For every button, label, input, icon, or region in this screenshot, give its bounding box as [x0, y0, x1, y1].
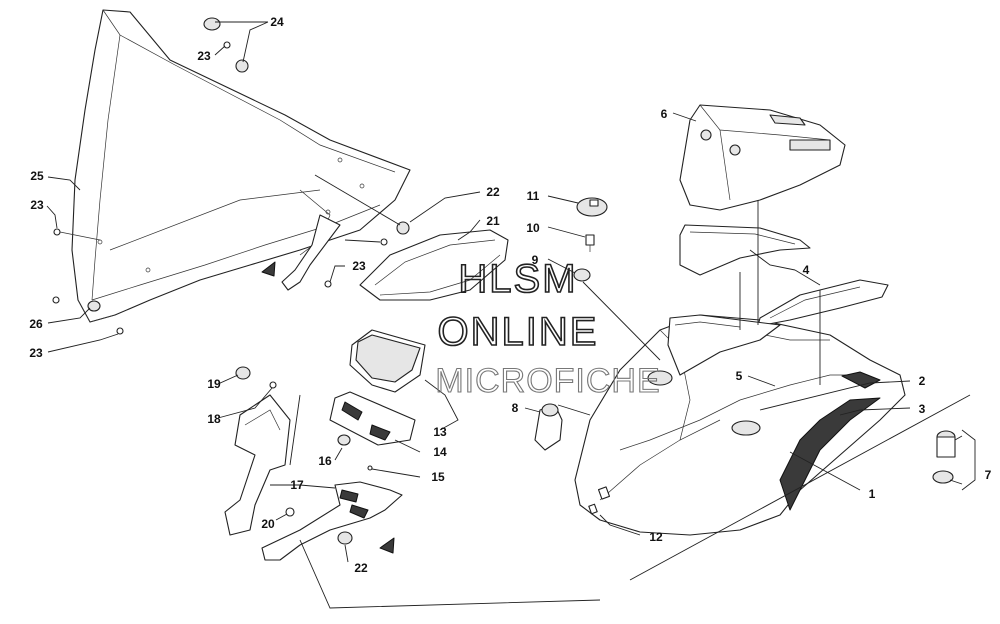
callout-3: 3 — [919, 402, 926, 416]
callout-23-top: 23 — [197, 49, 211, 63]
instrument-pod — [679, 104, 846, 211]
callout-22-bottom: 22 — [354, 561, 368, 575]
callout-2: 2 — [919, 374, 926, 388]
callout-19: 19 — [207, 377, 221, 391]
callout-16: 16 — [318, 454, 332, 468]
gauge-assembly — [329, 329, 426, 471]
windshield — [71, 9, 411, 323]
callout-11: 11 — [527, 189, 540, 203]
callout-8: 8 — [512, 401, 519, 415]
callout-25: 25 — [30, 169, 44, 183]
callout-6: 6 — [661, 107, 668, 121]
direction-arrow-bottom — [379, 537, 395, 554]
callout-9: 9 — [532, 253, 539, 267]
leader-lines — [46, 21, 976, 609]
vent-panels — [667, 224, 889, 376]
watermark: HLSM ONLINE MICROFICHE — [435, 256, 660, 400]
callout-17: 17 — [290, 478, 304, 492]
callout-24: 24 — [270, 15, 284, 29]
callout-20: 20 — [261, 517, 275, 531]
headlight-lens — [359, 229, 509, 301]
windshield-fasteners — [52, 17, 410, 335]
watermark-line2: ONLINE — [438, 310, 599, 354]
key-switch-parts — [573, 197, 608, 282]
fuel-cap-7 — [932, 430, 956, 484]
callout-22-top: 22 — [486, 185, 500, 199]
callout-18: 18 — [207, 412, 221, 426]
callout-15: 15 — [431, 470, 445, 484]
callout-23-mid: 23 — [352, 259, 366, 273]
callout-26: 26 — [29, 317, 43, 331]
callout-21: 21 — [486, 214, 500, 228]
callout-4: 4 — [803, 263, 810, 277]
callout-7: 7 — [985, 468, 992, 482]
callout-14: 14 — [433, 445, 447, 459]
windshield-bracket — [281, 214, 341, 291]
callout-1: 1 — [869, 487, 876, 501]
callout-13: 13 — [433, 425, 447, 439]
switch-8 — [534, 403, 563, 451]
watermark-line1: HLSM — [458, 257, 577, 301]
callout-10: 10 — [526, 221, 540, 235]
callout-23-bottom: 23 — [29, 346, 43, 360]
callout-12: 12 — [649, 530, 663, 544]
hood — [574, 314, 906, 536]
callout-5: 5 — [736, 369, 743, 383]
direction-arrow-left — [261, 261, 276, 277]
watermark-line3: MICROFICHE — [435, 362, 660, 400]
callout-labels: 24 23 25 23 26 23 23 22 21 11 10 9 6 4 5… — [29, 15, 991, 575]
support-brackets — [224, 366, 403, 561]
callout-23-left: 23 — [30, 198, 44, 212]
